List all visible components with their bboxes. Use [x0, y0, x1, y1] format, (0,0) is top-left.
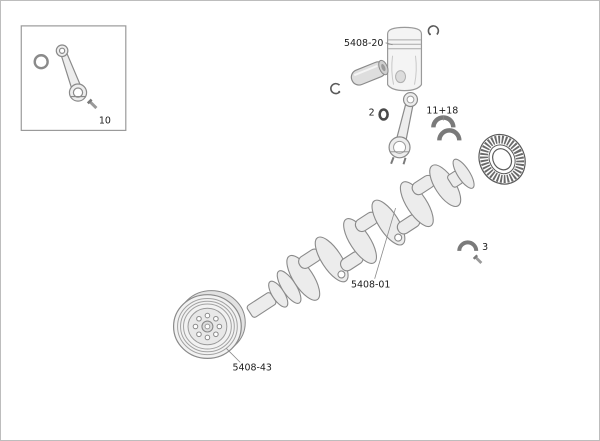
label-rod-seal: 2 — [369, 107, 375, 118]
bearing-shells-icon — [431, 115, 462, 141]
connecting-rod-drawing: 2 11+18 — [369, 91, 462, 165]
circlip-bottom-icon — [330, 82, 342, 95]
pulley-bolt-holes — [192, 312, 223, 341]
label-inset-rod: 10 — [99, 115, 111, 126]
rod-bolt-icon — [390, 156, 395, 165]
bolt-icon — [472, 254, 483, 264]
leader-crankshaft — [374, 207, 396, 279]
piston-drawing: 5408-20 — [330, 25, 440, 95]
label-main-bearing: 3 — [482, 242, 488, 253]
label-bearing-set: 11+18 — [426, 105, 458, 116]
main-bearing-icon: 3 — [457, 240, 488, 264]
piston-pin-icon — [350, 59, 389, 86]
timing-gear-icon — [478, 133, 526, 185]
crankshaft-drawing — [246, 158, 475, 318]
inset-connecting-rod-drawing — [33, 44, 98, 110]
leader-piston — [385, 42, 393, 46]
rod-seal-icon — [378, 108, 389, 121]
bolt-icon — [86, 98, 98, 110]
label-piston: 5408-20 — [344, 38, 383, 49]
circlip-top-icon — [427, 25, 440, 37]
pulley-drawing: 5408-43 — [172, 290, 272, 373]
rod-bolt-icon — [402, 157, 407, 165]
washer-icon — [33, 54, 49, 70]
label-pulley: 5408-43 — [232, 362, 271, 373]
leader-pulley — [226, 348, 241, 363]
inset-box: 10 — [20, 25, 127, 132]
pin-bore-icon — [395, 70, 407, 84]
label-crankshaft: 5408-01 — [351, 280, 390, 291]
